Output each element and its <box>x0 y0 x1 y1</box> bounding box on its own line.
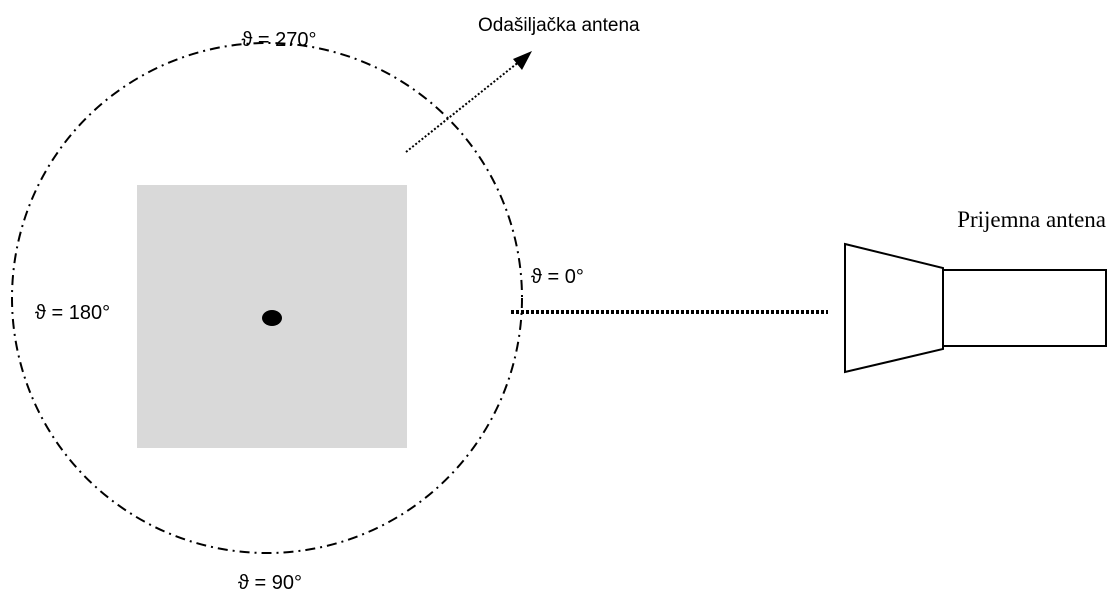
angle-label-90: ϑ = 90° <box>238 572 302 594</box>
receive-antenna-label: Prijemna antena <box>957 207 1106 232</box>
angle-label-180: ϑ = 180° <box>35 302 110 324</box>
transmit-pointer-line <box>405 60 521 153</box>
horn-waveguide <box>942 269 1107 347</box>
horn-flare <box>844 242 944 374</box>
transmit-pointer-arrowhead <box>513 51 532 70</box>
rotation-circle <box>11 42 523 554</box>
angle-label-0: ϑ = 0° <box>531 266 584 288</box>
transmit-antenna-label: Odašiljačka antena <box>478 15 640 36</box>
center-point <box>262 310 282 326</box>
angle-label-270: ϑ = 270° <box>241 29 316 51</box>
